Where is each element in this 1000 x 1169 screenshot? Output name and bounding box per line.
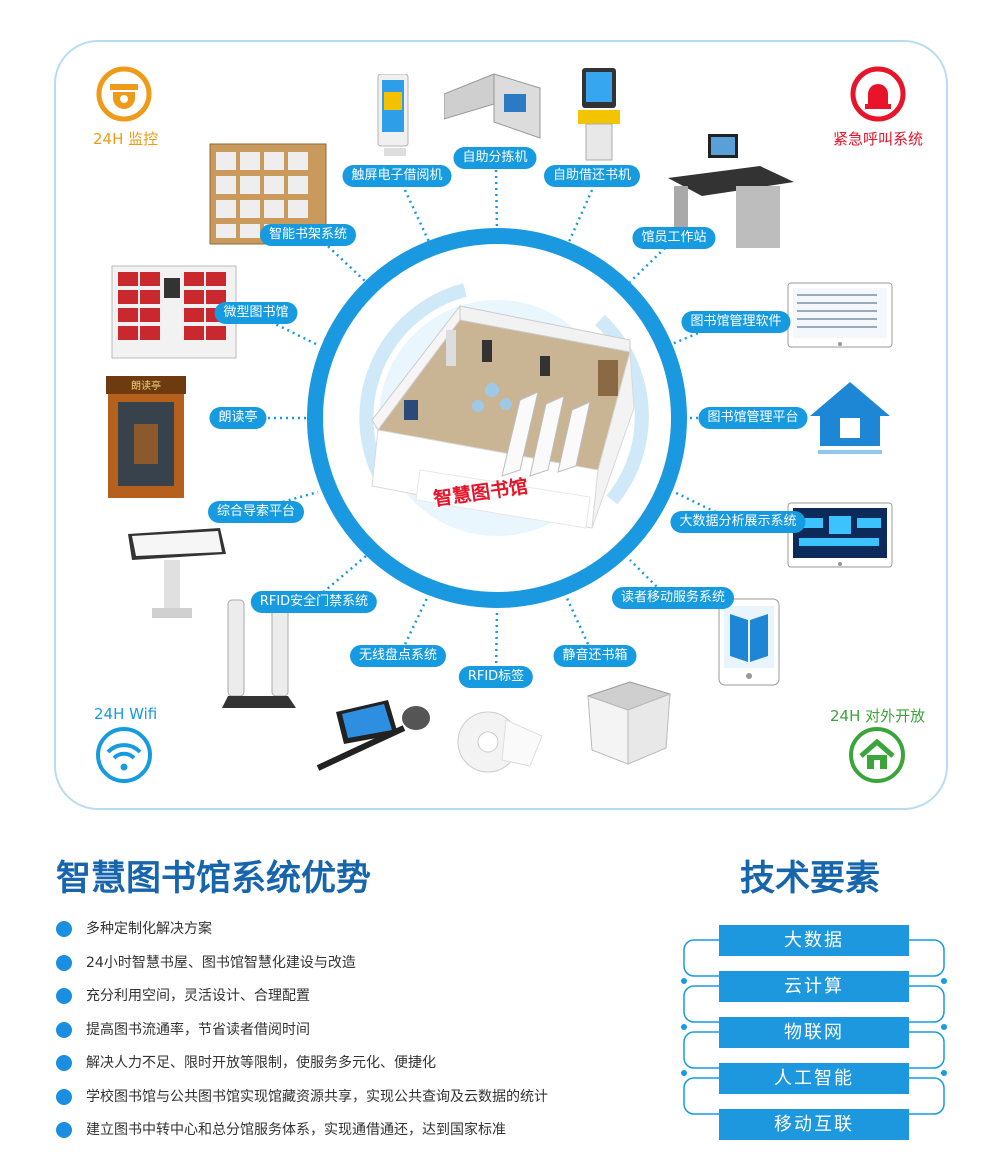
tech-item-cloud: 云计算: [719, 971, 909, 1002]
advantages-list: 多种定制化解决方案 24小时智慧书屋、图书馆智慧化建设与改造 充分利用空间，灵活…: [56, 918, 548, 1153]
corner-alarm-label: 紧急呼叫系统: [833, 130, 924, 148]
node-sorting-machine: 自助分拣机: [453, 147, 537, 169]
list-item: 提高图书流通率，节省读者借阅时间: [56, 1019, 548, 1053]
bullet-dot: [56, 954, 72, 971]
inner-arc-left: [359, 283, 467, 484]
library-room-illustration: [371, 304, 635, 529]
tech-bracket: [681, 939, 947, 1115]
list-item: 学校图书馆与公共图书馆实现馆藏资源共享，实现公共查询及云数据的统计: [56, 1086, 548, 1120]
librarian-workstation-illustration: [668, 134, 794, 248]
list-item: 建立图书中转中心和总分馆服务体系，实现通借通还，达到国家标准: [56, 1119, 548, 1153]
node-silent-return-box: 静音还书箱: [553, 645, 637, 667]
diagram-frame: [54, 40, 948, 810]
tech-item-iot: 物联网: [719, 1017, 909, 1048]
micro-library-illustration: [111, 265, 237, 359]
node-rfid-security-gate: RFID安全门禁系统: [250, 591, 378, 613]
connector-lines: [238, 169, 740, 676]
node-mobile-service: 读者移动服务系统: [611, 587, 735, 609]
bullet-dot: [56, 988, 72, 1004]
node-rfid-label: RFID标签: [458, 666, 534, 688]
corner-open-label: 24H 对外开放: [830, 707, 926, 725]
house-platform-icon: [810, 382, 890, 454]
guide-terminal-illustration: [128, 528, 226, 618]
node-guide-platform: 综合导索平台: [207, 501, 305, 523]
title-ribbon: [415, 469, 591, 529]
tech-item-mobile: 移动互联: [719, 1109, 909, 1140]
big-data-dashboard-screen: [787, 502, 893, 568]
node-touch-kiosk: 触屏电子借阅机: [342, 165, 452, 187]
wifi-icon: [96, 727, 152, 783]
alarm-bell-icon: [850, 66, 906, 122]
node-smart-bookshelf: 智能书架系统: [259, 224, 357, 246]
list-item: 多种定制化解决方案: [56, 918, 548, 952]
central-hub: [307, 228, 687, 608]
node-big-data-system: 大数据分析展示系统: [670, 511, 806, 533]
inventory-scanner-illustration: [316, 700, 430, 771]
bullet-dot: [56, 921, 72, 937]
security-gate-illustration: [222, 599, 296, 708]
self-service-kiosk-illustration: [578, 68, 620, 161]
corner-monitor-label: 24H 监控: [93, 130, 159, 148]
tech-item-ai: 人工智能: [719, 1063, 909, 1094]
rfid-label-roll-illustration: [457, 711, 543, 773]
node-management-software: 图书馆管理软件: [681, 311, 791, 333]
mobile-tablet-icon: [718, 598, 780, 686]
return-box-illustration: [586, 681, 672, 765]
node-wireless-inventory: 无线盘点系统: [349, 645, 447, 667]
node-librarian-station: 馆员工作站: [632, 227, 716, 249]
list-item: 充分利用空间，灵活设计、合理配置: [56, 985, 548, 1019]
list-item: 24小时智慧书屋、图书馆智慧化建设与改造: [56, 952, 548, 986]
bullet-dot: [56, 1088, 72, 1105]
touchscreen-kiosk-illustration: [377, 74, 409, 156]
tech-item-big-data: 大数据: [719, 925, 909, 956]
tech-title: 技术要素: [740, 859, 881, 899]
node-micro-library: 微型图书馆: [214, 302, 298, 324]
list-item: 解决人力不足、限时开放等限制，使服务多元化、便捷化: [56, 1052, 548, 1086]
bullet-dot: [56, 1021, 72, 1038]
booth-sign-text: 朗读亭: [131, 379, 161, 392]
management-software-screen: [787, 282, 893, 348]
node-reading-booth: 朗读亭: [209, 407, 267, 429]
node-management-platform: 图书馆管理平台: [698, 407, 808, 429]
home-open-icon: [849, 727, 905, 783]
node-self-checkout: 自助借还书机: [543, 165, 641, 187]
corner-wifi-label: 24H Wifi: [94, 705, 158, 723]
sorting-machine-illustration: [444, 73, 541, 139]
cctv-icon: [96, 66, 152, 122]
advantages-title: 智慧图书馆系统优势: [56, 859, 372, 899]
reading-booth-illustration: 朗读亭: [106, 376, 186, 498]
bullet-dot: [56, 1122, 72, 1138]
bullet-dot: [56, 1055, 72, 1071]
